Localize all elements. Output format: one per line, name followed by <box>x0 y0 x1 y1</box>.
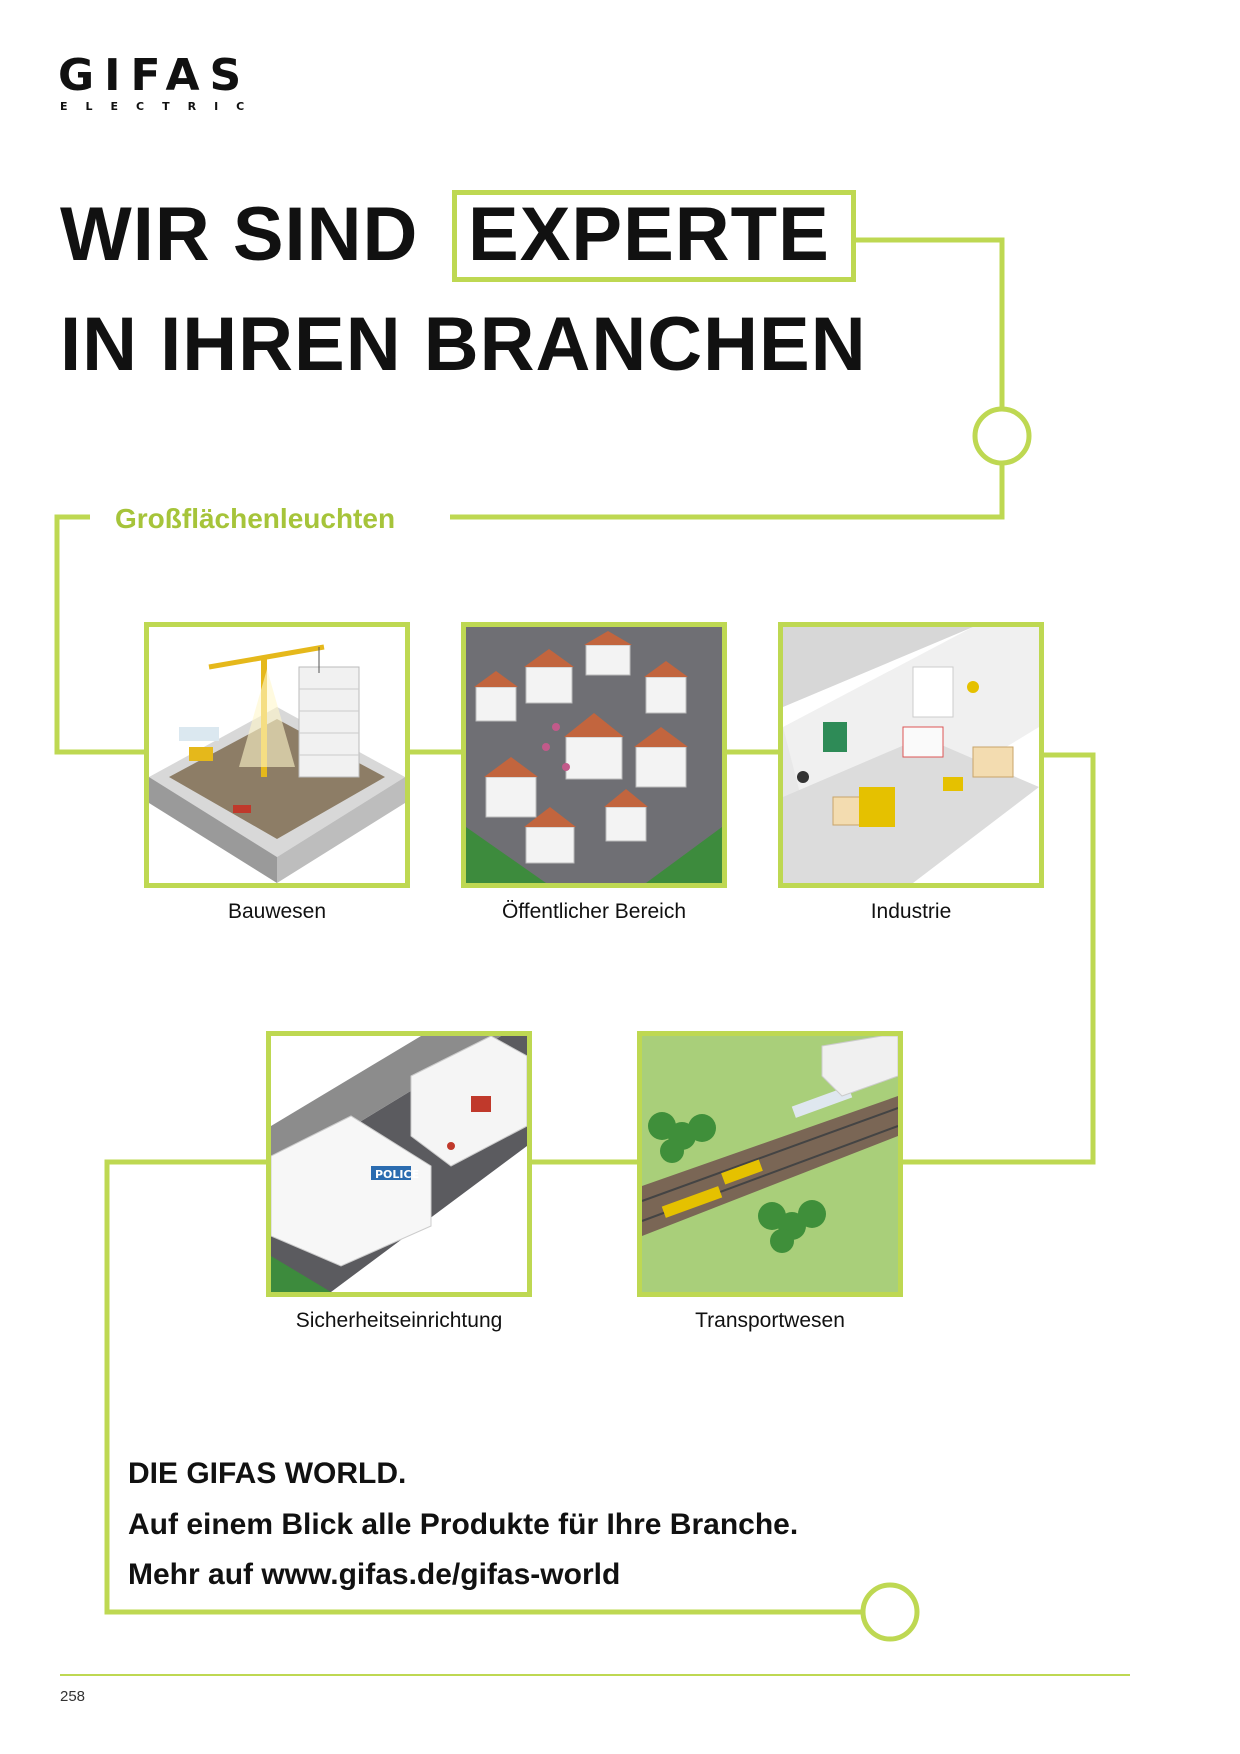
tile-label-bauwesen: Bauwesen <box>227 900 327 923</box>
tile-label-transportwesen: Transportwesen <box>695 1309 845 1332</box>
warehouse-illustration <box>783 627 1039 883</box>
highlight-box <box>452 190 856 282</box>
police-sign: POLICE <box>375 1168 419 1181</box>
tile-bauwesen[interactable] <box>144 622 410 888</box>
connector-node-top <box>972 406 1032 466</box>
logo-subtitle: ELECTRIC <box>60 100 263 113</box>
railway-illustration <box>642 1036 898 1292</box>
police-station-illustration: POLICE <box>271 1036 527 1292</box>
tile-label-sicherheitseinrichtung: Sicherheitseinrichtung <box>295 1309 503 1332</box>
tile-industrie[interactable] <box>778 622 1044 888</box>
gifas-logo: GIFAS ELECTRIC <box>58 50 263 114</box>
category-label: Großflächenleuchten <box>105 503 406 535</box>
headline-highlight: EXPERTE <box>468 192 830 277</box>
headline-line1: WIR SIND <box>60 192 419 277</box>
tile-transportwesen[interactable] <box>637 1031 903 1297</box>
footer-tagline: Auf einem Blick alle Produkte für Ihre B… <box>128 1508 799 1541</box>
city-illustration <box>466 627 722 883</box>
tile-oeffentlicher-bereich[interactable] <box>461 622 727 888</box>
headline-line2: IN IHREN BRANCHEN <box>60 302 867 387</box>
logo-wordmark: GIFAS <box>58 50 252 101</box>
footer-link[interactable]: Mehr auf www.gifas.de/gifas-world <box>128 1558 621 1591</box>
construction-site-illustration <box>149 644 405 883</box>
tile-label-oeffentlicher-bereich: Öffentlicher Bereich <box>501 900 687 923</box>
connector-node-bottom <box>860 1582 920 1642</box>
page-number: 258 <box>60 1688 86 1705</box>
footer-title: DIE GIFAS WORLD. <box>128 1457 407 1490</box>
tile-label-industrie: Industrie <box>870 900 952 923</box>
tile-sicherheitseinrichtung[interactable]: POLICE <box>266 1031 532 1297</box>
